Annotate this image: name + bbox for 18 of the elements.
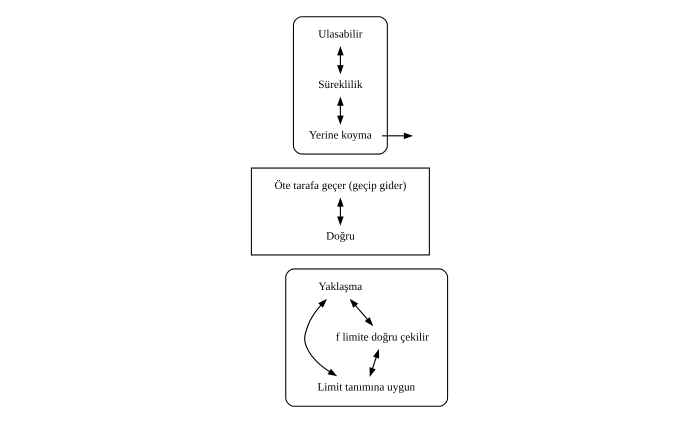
cluster (250, 168, 430, 256)
node-text: Yaklaşma (318, 280, 362, 293)
arrow (370, 348, 380, 377)
node-text: f limite doğru çekilir (336, 331, 429, 344)
node-text: Doğru (326, 230, 355, 242)
node-text: Öte tarafa geçer (geçip gider) (274, 180, 406, 192)
node-text: Süreklilik (318, 79, 362, 92)
cluster (285, 268, 448, 407)
arrow (337, 197, 344, 226)
arrow (337, 96, 344, 125)
node-text: Yerine koyma (309, 129, 372, 142)
arrow (350, 298, 374, 326)
cluster (292, 16, 388, 155)
arrow (304, 298, 338, 376)
arrow (337, 46, 344, 74)
node-text: Limit tanımına uygun (317, 382, 416, 394)
node-text: Ulasabilir (318, 28, 362, 41)
arrow (382, 132, 414, 140)
